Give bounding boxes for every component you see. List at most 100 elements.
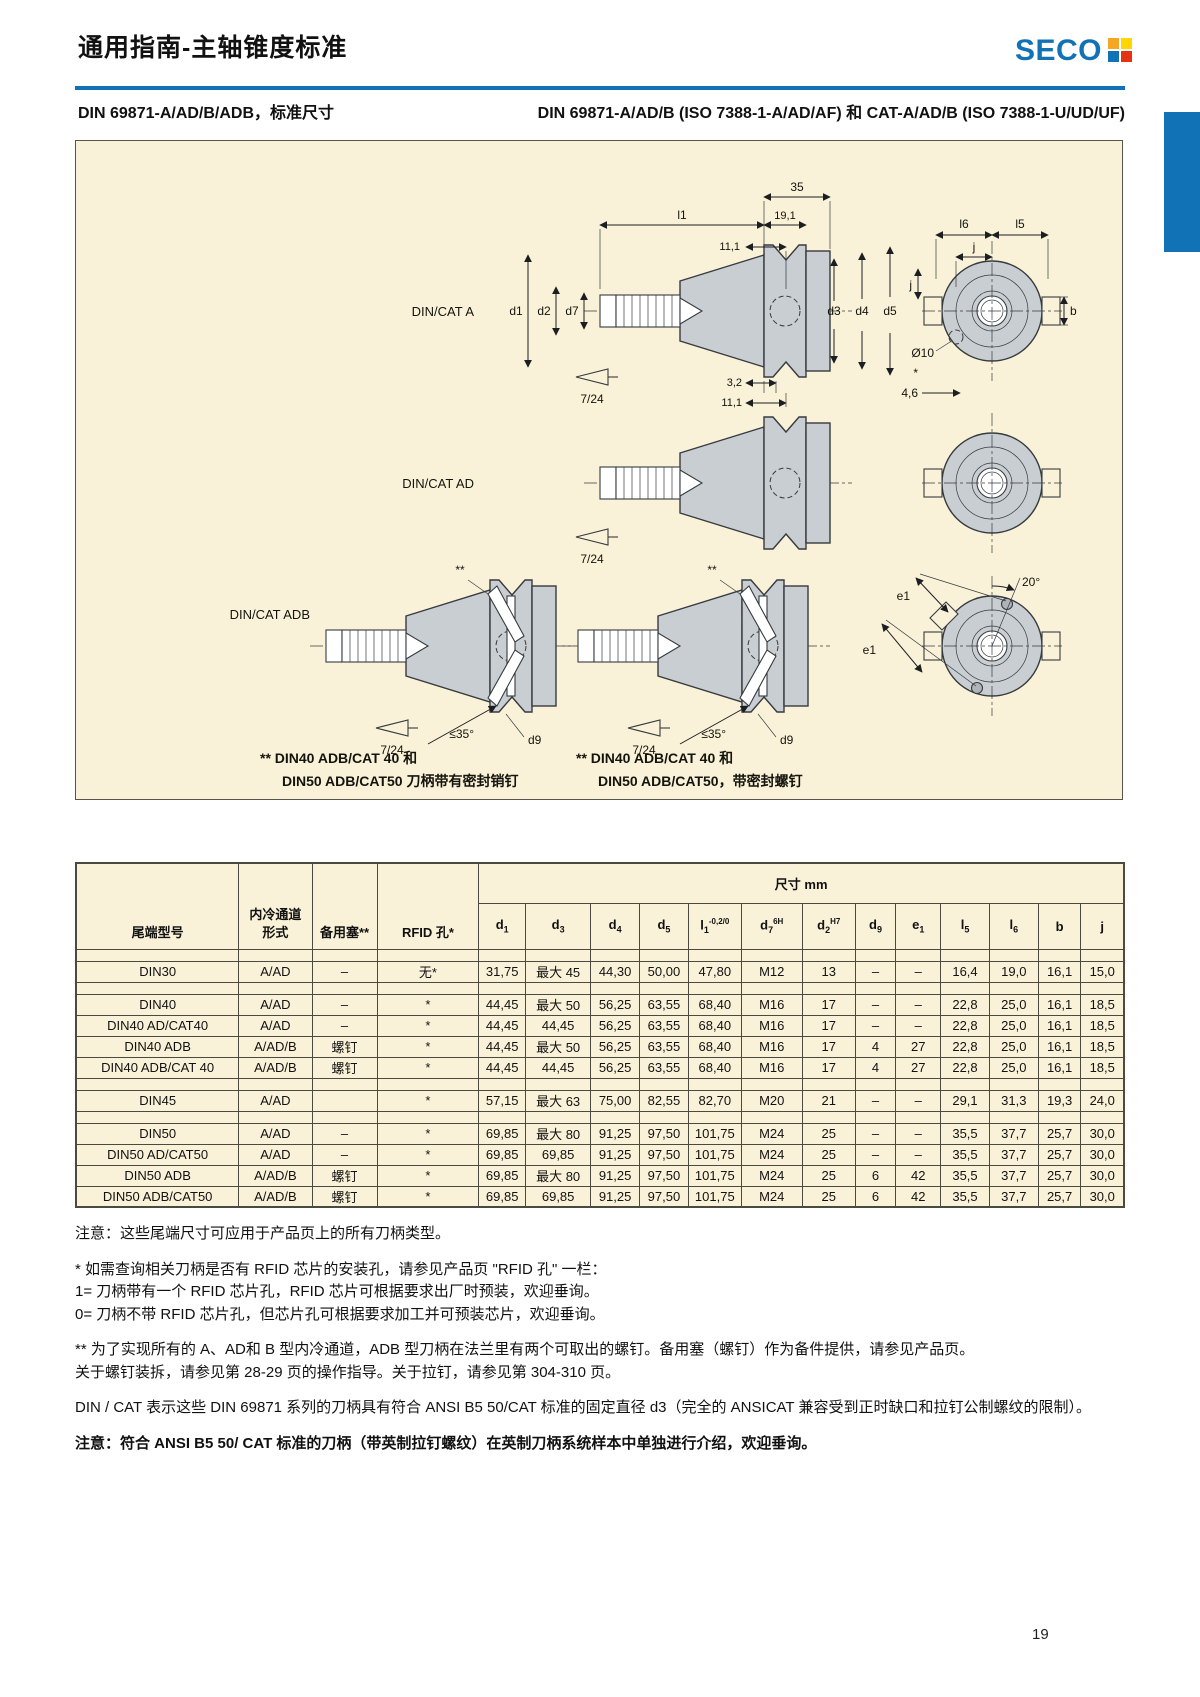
spacer-cell — [854, 1110, 897, 1124]
value-cell: A/AD/B — [238, 1164, 313, 1187]
value-cell: 63,55 — [639, 993, 689, 1016]
model-cell: DIN40 ADB — [75, 1035, 240, 1058]
dim-column-header: l5 — [940, 902, 990, 950]
value-cell: – — [854, 1143, 897, 1166]
group-header: 尺寸 mm — [478, 862, 1125, 904]
value-cell: 最大 80 — [525, 1122, 592, 1145]
view-label-ad: DIN/CAT AD — [402, 476, 474, 491]
model-cell: DIN50 AD/CAT50 — [75, 1143, 240, 1166]
value-cell: 螺钉 — [311, 1035, 378, 1058]
value-cell: 螺钉 — [311, 1056, 378, 1079]
spacer-cell — [988, 948, 1039, 962]
value-cell: 37,7 — [988, 1185, 1039, 1208]
value-cell: 17 — [801, 1014, 856, 1037]
spacer-cell — [988, 1077, 1039, 1091]
value-cell: * — [376, 1056, 480, 1079]
value-cell: 25,7 — [1037, 1185, 1082, 1208]
spacer-cell — [988, 981, 1039, 995]
value-cell: 44,45 — [478, 993, 527, 1016]
spacer-cell — [376, 1077, 480, 1091]
spacer-cell — [376, 1110, 480, 1124]
taper-symbol-icon — [375, 719, 409, 737]
value-cell: 97,50 — [639, 1185, 689, 1208]
spacer-cell — [1080, 1077, 1125, 1091]
dim-column-header: d3 — [525, 902, 592, 950]
value-cell: 63,55 — [639, 1014, 689, 1037]
spacer-cell — [940, 981, 990, 995]
spacer-cell — [1080, 981, 1125, 995]
tool-holder-end-view-a — [921, 240, 1063, 382]
spacer-cell — [1080, 948, 1125, 962]
value-cell: 30,0 — [1080, 1143, 1125, 1166]
taper-label: 7/24 — [380, 743, 404, 757]
spacer-cell — [895, 1077, 942, 1091]
spacer-cell — [75, 1110, 240, 1124]
dim-label-l6: l6 — [959, 217, 969, 231]
value-cell: – — [311, 1122, 378, 1145]
column-header: 备用塞** — [311, 862, 378, 950]
value-cell: – — [895, 960, 942, 983]
spacer-cell — [854, 1077, 897, 1091]
spacer-cell — [940, 1110, 990, 1124]
spacer-cell — [590, 948, 641, 962]
value-cell: 18,5 — [1080, 1014, 1125, 1037]
value-cell: 29,1 — [940, 1089, 990, 1112]
value-cell: 25 — [801, 1164, 856, 1187]
notes-section: 注意：这些尾端尺寸可应用于产品页上的所有刀柄类型。* 如需查询相关刀柄是否有 R… — [75, 1223, 1125, 1455]
value-cell: 30,0 — [1080, 1122, 1125, 1145]
header-divider — [75, 86, 1125, 90]
dim-column-header: j — [1080, 902, 1125, 950]
value-cell: * — [376, 1122, 480, 1145]
note: DIN / CAT 表示这些 DIN 69871 系列的刀柄具有符合 ANSI … — [75, 1399, 1091, 1416]
spacer-cell — [1037, 1077, 1082, 1091]
taper-label: 7/24 — [580, 552, 604, 566]
spacer-cell — [525, 1110, 592, 1124]
value-cell — [311, 1089, 378, 1112]
value-cell: M20 — [740, 1089, 803, 1112]
spacer-cell — [740, 1110, 803, 1124]
value-cell: 30,0 — [1080, 1164, 1125, 1187]
spacer-cell — [478, 1110, 527, 1124]
value-cell: 无* — [376, 960, 480, 983]
spacer-row — [75, 1077, 1125, 1091]
spacer-cell — [525, 948, 592, 962]
view-label-a: DIN/CAT A — [412, 304, 475, 319]
value-cell: 63,55 — [639, 1035, 689, 1058]
note: ** 为了实现所有的 A、AD和 B 型内冷通道，ADB 型刀柄在法兰里有两个可… — [75, 1341, 975, 1381]
dim-column-header: d5 — [639, 902, 689, 950]
value-cell: – — [895, 1014, 942, 1037]
spacer-cell — [687, 1077, 742, 1091]
value-cell: 6 — [854, 1185, 897, 1208]
spacer-cell — [895, 1110, 942, 1124]
value-cell: 56,25 — [590, 1035, 641, 1058]
value-cell: 56,25 — [590, 1056, 641, 1079]
value-cell: 37,7 — [988, 1164, 1039, 1187]
logo-square-icon — [1121, 51, 1133, 62]
dim-label-dia10: Ø10 — [911, 346, 934, 360]
value-cell: – — [854, 1014, 897, 1037]
spacer-cell — [311, 948, 378, 962]
dim-label-d1: d1 — [509, 304, 523, 318]
seal-screw-icon — [970, 681, 984, 695]
value-cell: 最大 50 — [525, 993, 592, 1016]
value-cell: – — [854, 960, 897, 983]
value-cell: 68,40 — [687, 1014, 742, 1037]
spacer-row — [75, 1110, 1125, 1124]
value-cell: A/AD — [238, 1089, 313, 1112]
note: * 如需查询相关刀柄是否有 RFID 芯片的安装孔，请参见产品页 "RFID 孔… — [75, 1260, 607, 1323]
spacer-cell — [376, 981, 480, 995]
value-cell: 25,0 — [988, 1014, 1039, 1037]
spacer-cell — [639, 1110, 689, 1124]
column-header: 尾端型号 — [75, 862, 240, 950]
spacer-cell — [801, 1077, 856, 1091]
value-cell: 91,25 — [590, 1164, 641, 1187]
value-cell: 4 — [854, 1035, 897, 1058]
value-cell: 25 — [801, 1122, 856, 1145]
value-cell: 25,0 — [988, 1035, 1039, 1058]
dim-label-e1: e1 — [897, 589, 911, 603]
value-cell: * — [376, 1014, 480, 1037]
